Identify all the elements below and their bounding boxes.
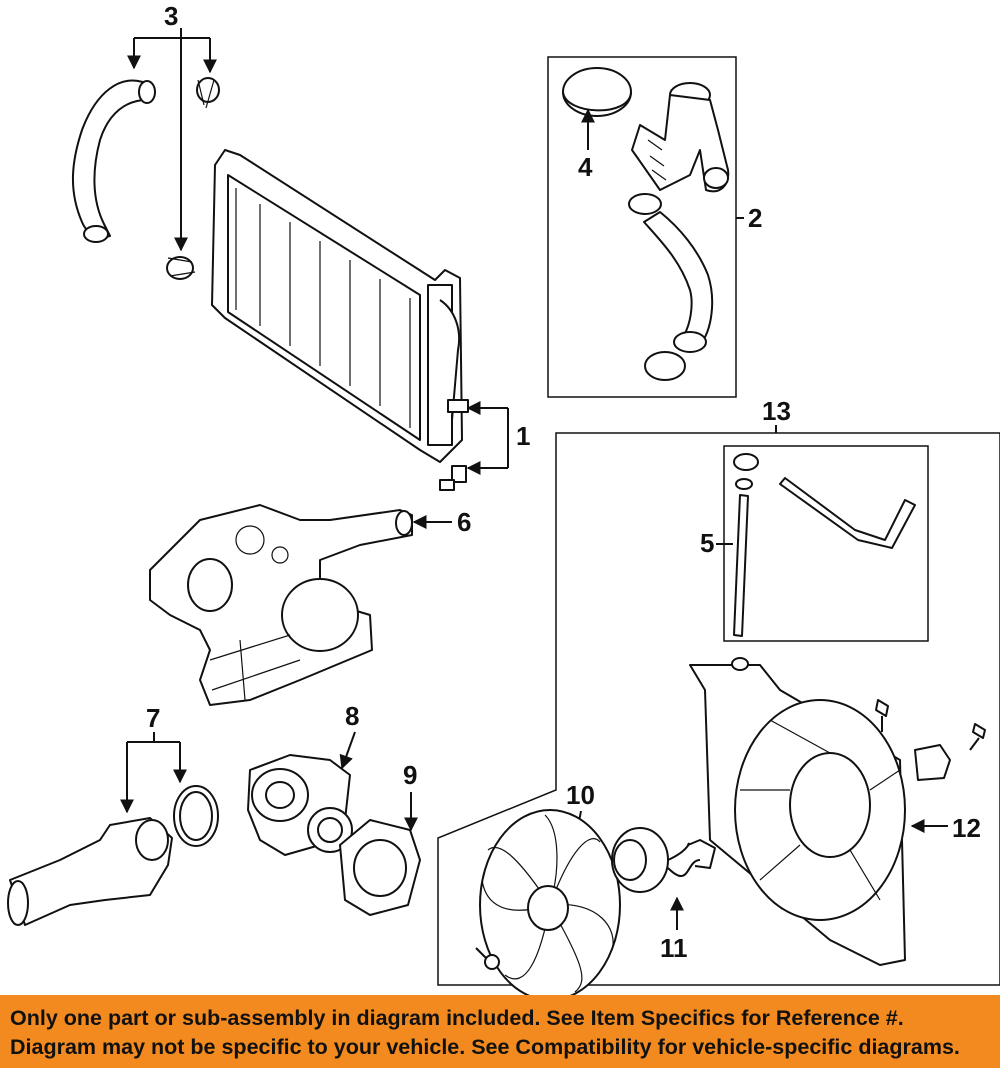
parts-diagram: 3 1 [7, 1, 1000, 995]
filler-assembly-box [547, 56, 737, 398]
water-pump [247, 754, 353, 856]
fan-connector [914, 744, 951, 781]
disclaimer-banner: Only one part or sub-assembly in diagram… [0, 995, 1000, 1068]
callout-3-leader [127, 28, 217, 252]
upper-radiator-hose [72, 79, 156, 243]
pump-gasket [339, 819, 421, 916]
cooling-fan-blade [479, 809, 621, 995]
callout-1-leader [466, 401, 509, 475]
callout-9: 9 [403, 760, 417, 790]
callout-11: 11 [660, 933, 688, 963]
callout-4: 4 [578, 152, 593, 182]
hose-clamp-upper [196, 77, 220, 109]
radiator [211, 149, 469, 463]
callout-5: 5 [700, 528, 714, 558]
overflow-hose [733, 494, 749, 637]
callout-2: 2 [748, 203, 762, 233]
callout-10: 10 [566, 780, 595, 810]
reservoir-cap [733, 453, 759, 490]
inlet-gasket [173, 785, 219, 847]
radiator-drain-plug [439, 465, 467, 491]
callout-8-arrow [339, 731, 356, 770]
callout-7: 7 [146, 703, 160, 733]
disclaimer-line-2: Diagram may not be specific to your vehi… [10, 1035, 960, 1059]
callout-8: 8 [345, 701, 359, 731]
overflow-box [723, 445, 929, 642]
fan-screw [475, 947, 500, 970]
radiator-cap [562, 67, 632, 117]
callout-12: 12 [952, 813, 981, 843]
filler-hose [628, 193, 714, 381]
filler-neck [631, 82, 730, 193]
callout-7-leader [120, 732, 187, 814]
water-inlet-pipe [7, 817, 173, 926]
water-outlet-housing [149, 504, 413, 706]
fan-shroud [689, 657, 906, 966]
callout-3: 3 [164, 1, 178, 31]
fan-assembly-box [437, 432, 1000, 986]
callout-6: 6 [457, 507, 471, 537]
hose-clamp-lower [166, 256, 196, 280]
fan-motor [611, 827, 716, 893]
shroud-bolt [875, 699, 889, 732]
dipstick-tube [779, 477, 916, 549]
shroud-bolt-right [969, 723, 986, 751]
callout-1: 1 [516, 421, 530, 451]
callout-13: 13 [762, 396, 791, 426]
disclaimer-line-1: Only one part or sub-assembly in diagram… [10, 1006, 904, 1030]
